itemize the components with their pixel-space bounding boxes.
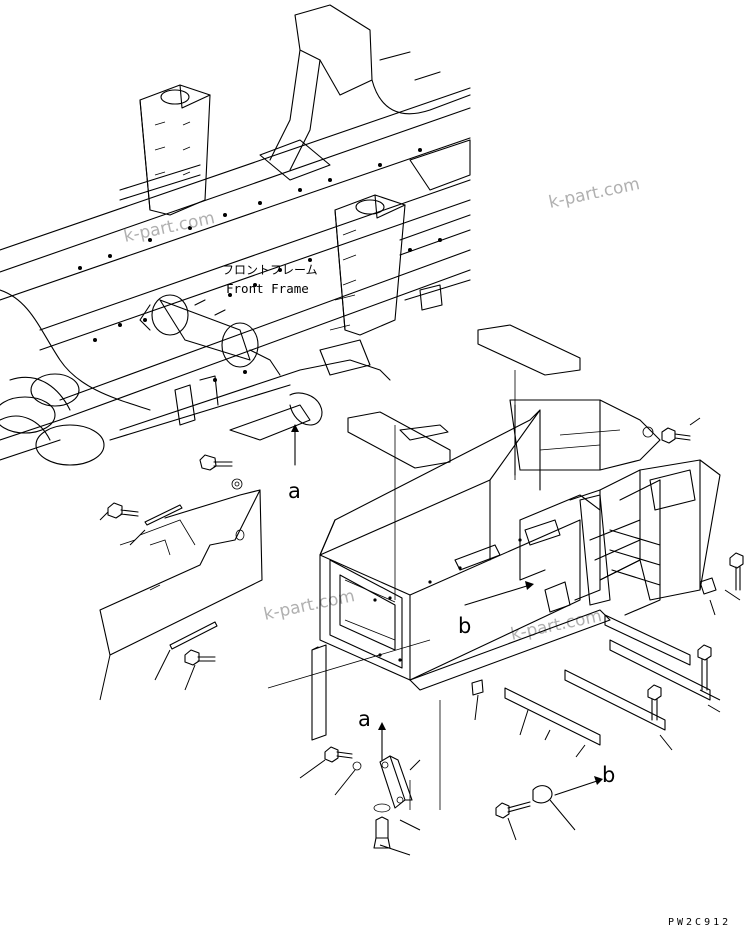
strip-bottom: [169, 621, 218, 650]
watermark-middle: k-part.com: [262, 586, 357, 625]
cover-plate: [99, 489, 263, 656]
front-frame-label-en: Front Frame: [226, 281, 309, 296]
bolt-set-lower: [324, 746, 553, 849]
leader-lines-right: [659, 417, 741, 751]
view-arrow-a-bottom: [378, 722, 386, 761]
view-label-a-bottom: a: [358, 707, 371, 731]
leader-lines-mid: [474, 694, 586, 758]
plate-top-center: [347, 411, 451, 469]
hinge-bracket: [379, 755, 413, 809]
box-body: [319, 409, 661, 691]
guide-lines: [267, 370, 516, 810]
watermark-top-left: k-part.com: [122, 208, 217, 247]
front-frame-assembly: [0, 4, 471, 466]
view-arrow-a-top: [291, 424, 299, 466]
seal-strip-4: [609, 639, 711, 701]
bolt-set-left: [107, 454, 243, 666]
seal-strip-3: [504, 687, 601, 746]
leader-lines-lower: [299, 759, 576, 856]
view-label-b-bottom: b: [602, 763, 615, 787]
mounting-bracket: [509, 399, 721, 606]
front-frame-label-jp: フロントフレーム: [222, 263, 318, 277]
view-label-b-inner: b: [458, 614, 471, 638]
small-clip: [471, 679, 484, 696]
leader-lines-left: [99, 511, 196, 701]
strip-top: [144, 504, 183, 526]
spacer-post: [311, 644, 327, 741]
watermark-lower-right: k-part.com: [509, 606, 604, 645]
view-label-a-top: a: [288, 479, 301, 503]
plate-top-right: [477, 324, 581, 376]
view-arrow-b-bottom: [554, 776, 603, 796]
seal-strip-1: [604, 614, 691, 666]
watermark-top-right: k-part.com: [547, 174, 642, 213]
seal-strip-2: [564, 669, 666, 731]
drawing-code: PW2C912: [668, 917, 731, 928]
view-arrow-b-inner: [464, 581, 534, 606]
bolt-set-right: [642, 426, 744, 721]
plate-tab: [399, 424, 449, 441]
